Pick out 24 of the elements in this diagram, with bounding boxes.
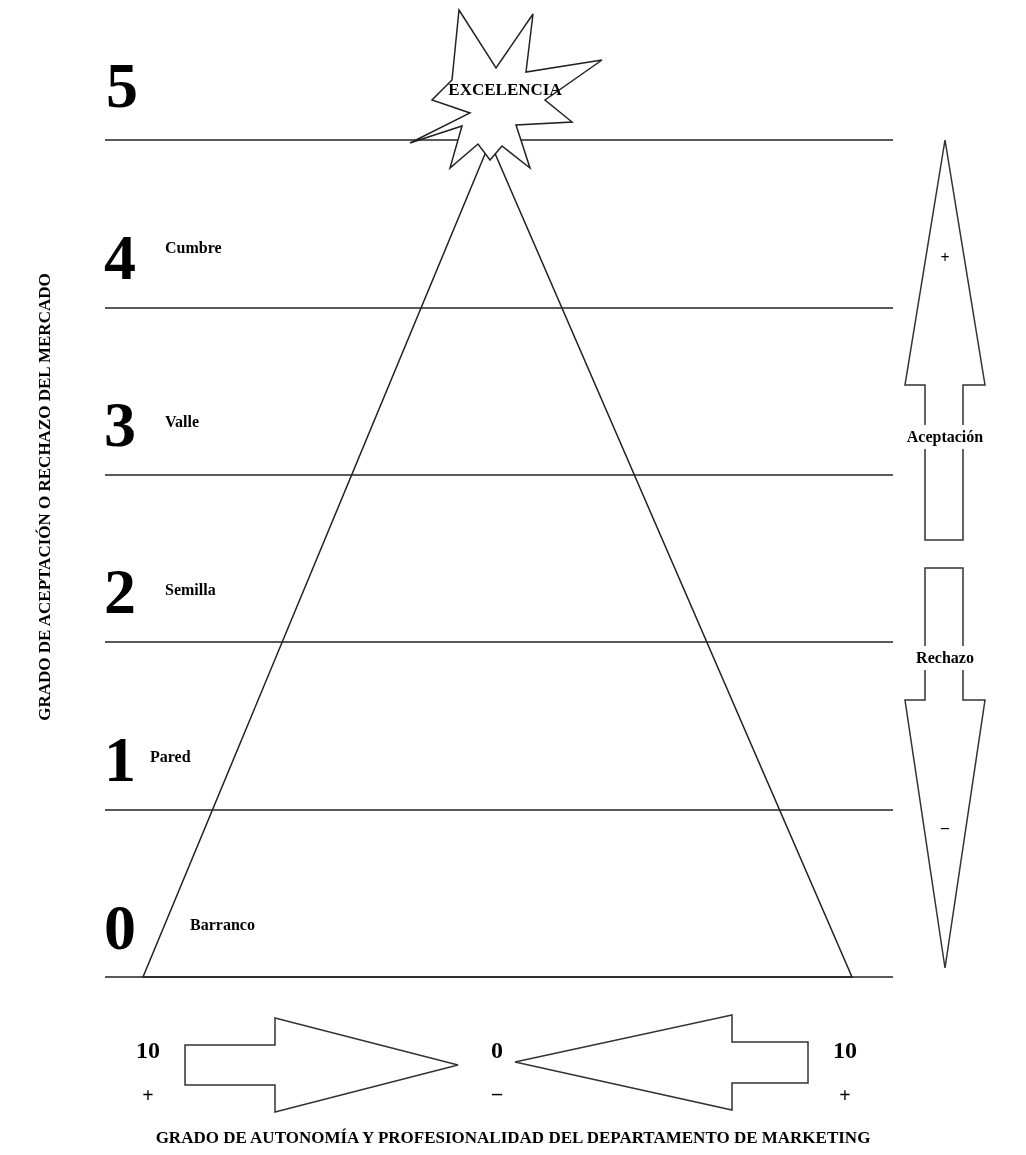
level-number: 5 [106, 54, 138, 118]
plus-sign: + [142, 1083, 154, 1108]
level-name: Pared [150, 747, 191, 767]
plus-sign: + [839, 1083, 851, 1108]
scale-number: 0 [491, 1036, 503, 1065]
plus-sign: + [940, 248, 950, 268]
minus-sign: – [492, 1081, 502, 1106]
axis-title: GRADO DE ACEPTACIÓN O RECHAZO DEL MERCADO [34, 273, 56, 721]
level-number: 1 [104, 728, 136, 792]
arrow-label: Aceptación [904, 425, 986, 449]
arrow-label: Rechazo [914, 646, 976, 670]
axis-title: GRADO DE AUTONOMÍA Y PROFESIONALIDAD DEL DEPARTAMENTO DE MARKETING [155, 1127, 871, 1150]
level-number: 3 [104, 393, 136, 457]
scale-number: 10 [833, 1036, 857, 1065]
minus-sign: – [941, 818, 949, 838]
level-name: Barranco [190, 915, 255, 935]
level-name: Cumbre [165, 238, 222, 258]
level-number: 0 [104, 896, 136, 960]
level-number: 2 [104, 560, 136, 624]
level-number: 4 [104, 226, 136, 290]
scale-number: 10 [136, 1036, 160, 1065]
level-name: Semilla [165, 580, 216, 600]
node-label: EXCELENCIA [448, 79, 562, 102]
level-name: Valle [165, 412, 200, 432]
